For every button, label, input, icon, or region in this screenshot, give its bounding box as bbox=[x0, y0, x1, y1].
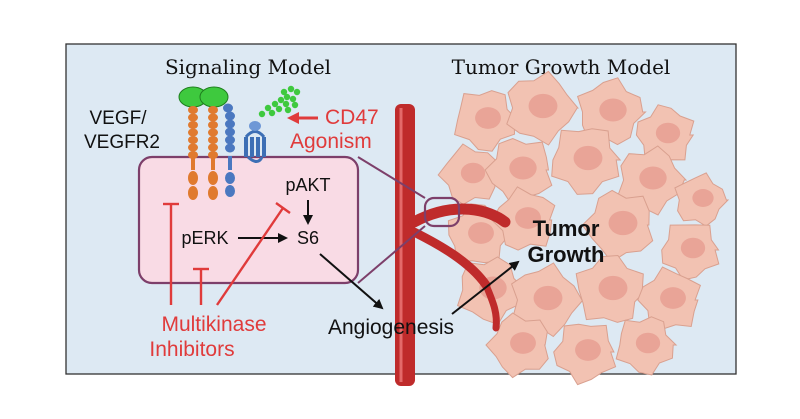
angiogenesis-to-tumor-arrow bbox=[451, 260, 520, 315]
vegf-label: VEGF/VEGFR2 bbox=[84, 108, 160, 153]
cd47-receptor-icon bbox=[244, 121, 266, 163]
cd47-agonist-icon bbox=[258, 85, 301, 118]
s6-to-angiogenesis-arrow bbox=[319, 253, 384, 310]
tumor-mass bbox=[437, 70, 730, 386]
right-panel-title: Tumor Growth Model bbox=[452, 55, 671, 79]
zoom-connector-bottom bbox=[357, 225, 426, 284]
inhibitor-lines bbox=[163, 202, 291, 306]
angiogenesis-label: Angiogenesis bbox=[328, 316, 454, 339]
coreceptor-icon bbox=[223, 103, 235, 197]
blood-vessel bbox=[395, 104, 511, 386]
pakt-label: pAKT bbox=[285, 175, 330, 195]
s6-label: S6 bbox=[297, 228, 319, 248]
zoom-connector-top bbox=[357, 156, 426, 199]
left-panel-title: Signaling Model bbox=[165, 55, 331, 79]
zoom-box bbox=[423, 196, 461, 228]
vegfr2-receptor-icon bbox=[188, 106, 218, 200]
vegf-ligand-icon bbox=[178, 86, 229, 108]
perk-label: pERK bbox=[181, 228, 228, 248]
